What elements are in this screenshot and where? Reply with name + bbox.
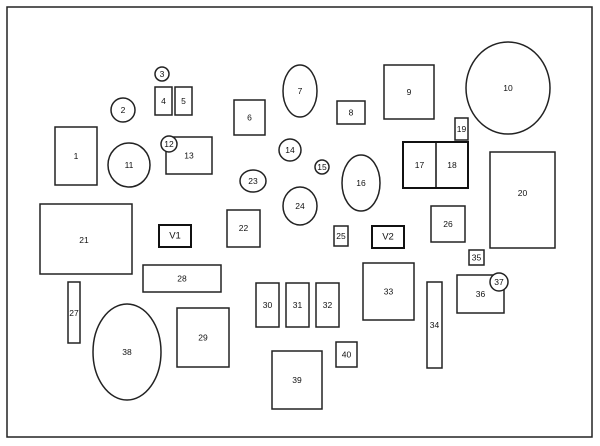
fuse-6-label: 6 (247, 113, 252, 123)
fuse-26 (430, 205, 466, 243)
fuse-29-label: 29 (198, 333, 208, 343)
fuse-12 (160, 135, 178, 153)
fuse-9-label: 9 (407, 87, 412, 97)
fuse-31-label: 31 (293, 300, 303, 310)
fuse-1-label: 1 (74, 151, 79, 161)
fuse-13 (165, 136, 213, 175)
component-v1-label: V1 (169, 231, 181, 242)
fuse-19 (454, 117, 469, 141)
fuse-20-label: 20 (518, 188, 528, 198)
fuse-39 (271, 350, 323, 410)
fuse-23 (239, 169, 267, 193)
fuse-23-label: 23 (248, 176, 258, 186)
fuse-19-label: 19 (457, 124, 467, 134)
fuse-15 (314, 159, 330, 175)
fuse-33-label: 33 (384, 287, 394, 297)
fuse-3 (154, 66, 170, 82)
fuse-30 (255, 282, 280, 328)
fuse-35-label: 35 (472, 253, 482, 263)
component-v1 (158, 224, 192, 248)
fuse-40-label: 40 (342, 350, 352, 360)
fuse-29 (176, 307, 230, 368)
fuse-7 (282, 64, 318, 118)
fuse-14 (278, 138, 302, 162)
fuse-30-label: 30 (263, 300, 273, 310)
fuse-24-label: 24 (295, 201, 305, 211)
fuse-33 (362, 262, 415, 321)
fuse-13-label: 13 (184, 151, 194, 161)
fuse-22-label: 22 (239, 223, 249, 233)
fuse-9 (383, 64, 435, 120)
fuse-32 (315, 282, 340, 328)
fuse-4-label: 4 (161, 96, 166, 106)
fuse-34 (426, 281, 443, 369)
fuse-38 (92, 303, 162, 401)
fuse-35 (468, 249, 485, 266)
fuse-8 (336, 100, 366, 125)
fuse-24 (282, 186, 318, 226)
fuse-17-label: 17 (415, 160, 425, 170)
fuse-10 (465, 41, 551, 135)
fuse-36-label: 36 (476, 289, 486, 299)
fuse-12-label: 12 (164, 139, 174, 149)
fuse-1 (54, 126, 98, 186)
fuse-6 (233, 99, 266, 136)
component-v2-label: V2 (382, 232, 394, 243)
fuse-8-label: 8 (349, 108, 354, 118)
fuse-5 (174, 86, 193, 116)
fuse-2 (110, 97, 136, 123)
fuse-2-label: 2 (121, 105, 126, 115)
fuse-39-label: 39 (292, 375, 302, 385)
fuse-28 (142, 264, 222, 293)
fuse-40 (335, 341, 358, 368)
fuse-22 (226, 209, 261, 248)
fuse-37-label: 37 (494, 277, 504, 287)
fuse-14-label: 14 (285, 145, 295, 155)
fuse-27 (67, 281, 81, 344)
fuse-34-label: 34 (430, 320, 440, 330)
fuse-15-label: 15 (317, 162, 327, 172)
fuse-25 (333, 225, 349, 247)
fuse-32-label: 32 (323, 300, 333, 310)
fuse-11-label: 11 (125, 160, 134, 170)
fuse-4 (154, 86, 173, 116)
fuse-27-label: 27 (69, 308, 79, 318)
fuse-21 (39, 203, 133, 275)
fuse-16-label: 16 (356, 178, 366, 188)
fuse-38-label: 38 (122, 347, 132, 357)
fuse-28-label: 28 (177, 274, 187, 284)
fuse-25-label: 25 (336, 231, 346, 241)
fuse-3-label: 3 (160, 69, 165, 79)
fuse-11 (107, 142, 151, 188)
fuse-7-label: 7 (298, 86, 303, 96)
fuse-21-label: 21 (79, 235, 89, 245)
fuse-10-label: 10 (503, 83, 513, 93)
fuse-18-label: 18 (447, 160, 457, 170)
fuse-26-label: 26 (443, 219, 453, 229)
fuse-37 (489, 272, 509, 292)
fuse-16 (341, 154, 381, 212)
fuse-5-label: 5 (181, 96, 186, 106)
fuse-31 (285, 282, 310, 328)
component-v2 (371, 225, 405, 249)
fuse-20 (489, 151, 556, 249)
